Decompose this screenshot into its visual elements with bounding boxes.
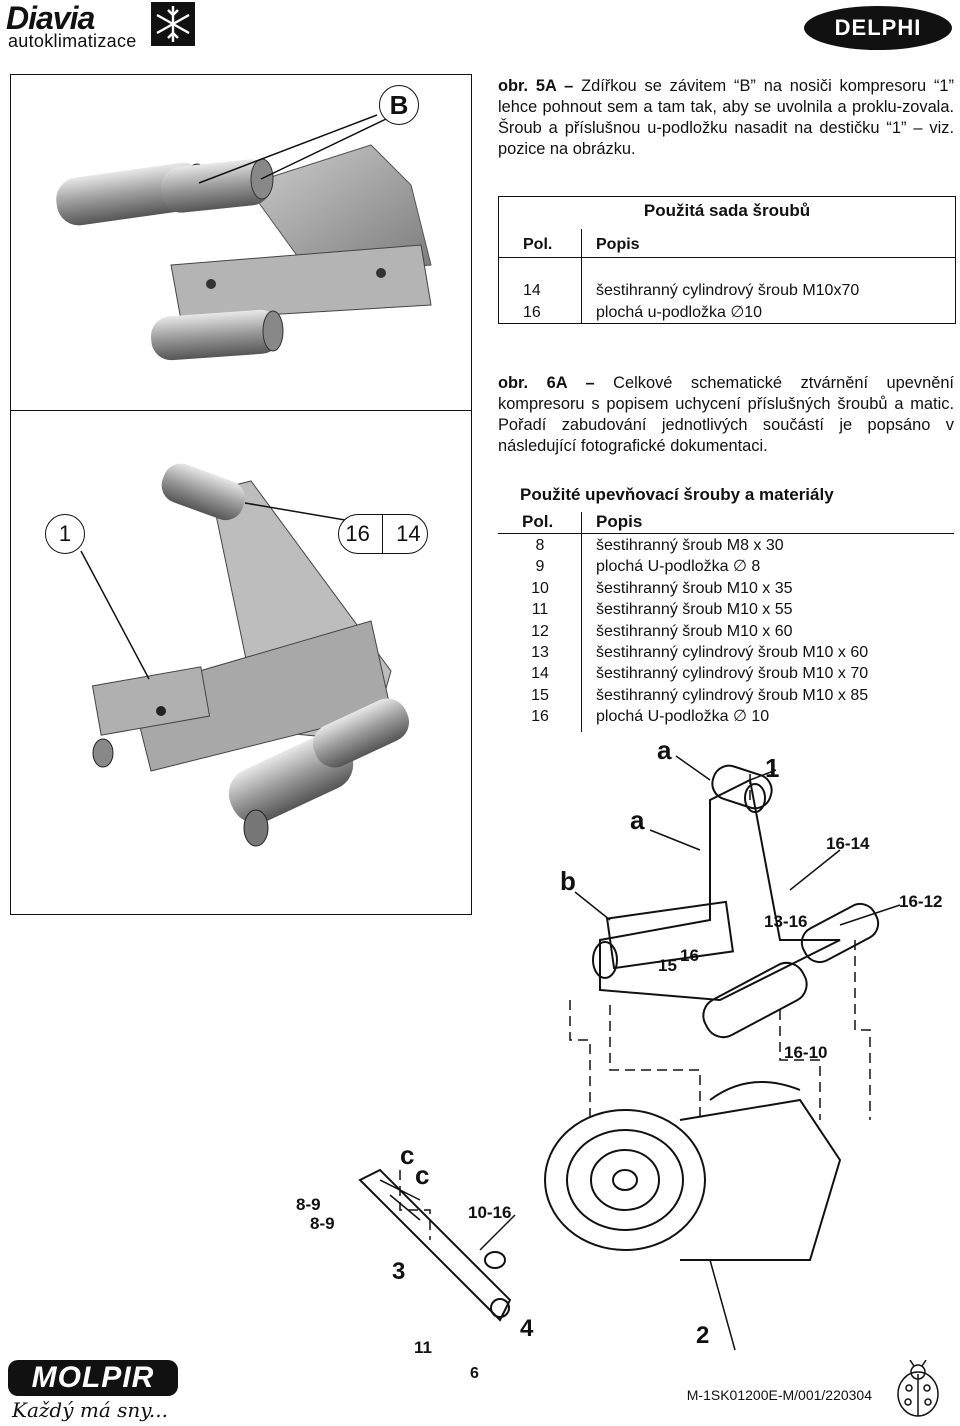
table-row: 12 <box>531 622 549 640</box>
table-row: šestihranný cylindrový šroub M10 x 85 <box>596 686 869 704</box>
table2-header-pos: Pol. <box>522 512 554 531</box>
diagram-label-1: 1 <box>765 753 780 783</box>
molpir-slogan: Každý má sny... <box>12 1398 168 1422</box>
caption-5a-prefix: obr. 5A – <box>498 77 574 95</box>
table-row: plochá U-podložka ∅ 8 <box>596 558 761 576</box>
diagram-label-11: 11 <box>414 1338 432 1357</box>
photo-6a: 1 B 1 16 14 <box>10 410 472 915</box>
table-row: 14 <box>531 665 549 683</box>
diavia-subtitle: autoklimatizace <box>8 31 137 51</box>
diagram-label-15: 15 <box>658 956 677 975</box>
bracket-photo-6a <box>80 463 410 847</box>
molpir-logo: MOLPIR <box>8 1360 178 1396</box>
table1-header-line <box>499 257 955 258</box>
diagram-label-a1: a <box>657 735 672 765</box>
table-row: šestihranný šroub M8 x 30 <box>596 537 784 554</box>
table2-header-line <box>498 533 954 534</box>
diagram-label-c2: c <box>415 1160 430 1190</box>
table1-column-divider <box>581 229 582 323</box>
diagram-label-b: b <box>560 866 576 896</box>
diagram-label-10-16: 10-16 <box>468 1203 512 1222</box>
caption-5a-text: Zdířkou se závitem “B” na nosiči kompres… <box>498 77 954 158</box>
label-1-left: 1 <box>45 514 85 554</box>
table-row: 10 <box>531 579 549 597</box>
diagram-label-3: 3 <box>392 1258 406 1285</box>
table-screws-used: Použitá sada šroubů Pol. Popis 14 šestih… <box>498 196 956 324</box>
table-row: 16 <box>531 708 549 726</box>
table-row: 14 <box>523 282 541 299</box>
table-row: šestihranný šroub M10 x 55 <box>596 601 793 619</box>
table-row: 16 <box>523 304 541 321</box>
table-row: šestihranný cylindrový šroub M10x70 <box>596 282 860 299</box>
diagram-label-a2: a <box>630 805 645 835</box>
diagram-label-13-16: 13-16 <box>764 912 808 931</box>
diagram-label-16-12: 16-12 <box>899 892 943 911</box>
bracket-photo-5a <box>56 114 432 361</box>
diagram-label-16-10: 16-10 <box>784 1043 828 1062</box>
diagram-label-c1: c <box>400 1140 415 1170</box>
table-row: šestihranný cylindrový šroub M10 x 60 <box>596 644 869 662</box>
label-16: 16 <box>345 521 370 546</box>
table-row: šestihranný šroub M10 x 60 <box>596 622 793 640</box>
table-row: 8 <box>535 537 545 554</box>
exploded-assembly-diagram <box>358 755 901 1351</box>
label-b-top: B <box>379 85 419 125</box>
diavia-wordmark: Diavia <box>6 0 95 36</box>
table-row: 13 <box>531 644 549 662</box>
delphi-logo: DELPHI <box>804 6 952 50</box>
table-row: šestihranný cylindrový šroub M10 x 70 <box>596 665 869 683</box>
label-divider <box>382 514 384 554</box>
caption-6a-text: Celkové schematické ztvárnění upevnění k… <box>498 374 954 455</box>
diagram-label-2: 2 <box>696 1322 710 1349</box>
diagram-label-4: 4 <box>520 1315 534 1342</box>
table1-title: Použitá sada šroubů <box>643 201 811 220</box>
diagram-label-8-9a: 8-9 <box>296 1195 321 1214</box>
caption-5a: obr. 5A – Zdířkou se závitem “B” na nosi… <box>498 76 954 160</box>
table2-pos-column: 8 9 10 11 12 13 14 15 16 <box>498 535 582 728</box>
table-row: šestihranný šroub M10 x 35 <box>596 579 793 597</box>
caption-6a-prefix: obr. 6A – <box>498 374 595 392</box>
table-row: 15 <box>531 686 549 704</box>
table-row: 9 <box>535 558 545 576</box>
ladybug-icon <box>897 1360 939 1417</box>
table2-column-divider <box>581 512 582 732</box>
snowflake-icon <box>151 2 195 46</box>
label-16-14: 16 14 <box>338 514 428 554</box>
diavia-logo: Diavia autoklimatizace <box>6 0 206 51</box>
diagram-label-15-16-sup: 16 <box>680 946 699 965</box>
table1-header-pos: Pol. <box>523 236 553 253</box>
table-row: 11 <box>531 601 549 619</box>
table2-desc-column: šestihranný šroub M8 x 30 plochá U-podlo… <box>596 535 868 728</box>
table2-title: Použité upevňovací šrouby a materiály <box>520 485 834 504</box>
document-code: M-1SK01200E-M/001/220304 <box>686 1387 872 1403</box>
delphi-wordmark: DELPHI <box>834 15 922 40</box>
table1-header-desc: Popis <box>596 236 640 253</box>
diagram-label-16-14: 16-14 <box>826 834 870 853</box>
label-14: 14 <box>396 521 421 546</box>
diagram-label-8-9b: 8-9 <box>310 1214 335 1233</box>
table-row: plochá U-podložka ∅ 10 <box>596 708 770 726</box>
caption-6a: obr. 6A – Celkové schematické ztvárnění … <box>498 373 954 457</box>
table-row: plochá u-podložka ∅10 <box>596 304 763 321</box>
photo-5a: B <box>10 74 472 411</box>
table2-header-desc: Popis <box>596 512 643 531</box>
page-number: 6 <box>470 1365 479 1382</box>
